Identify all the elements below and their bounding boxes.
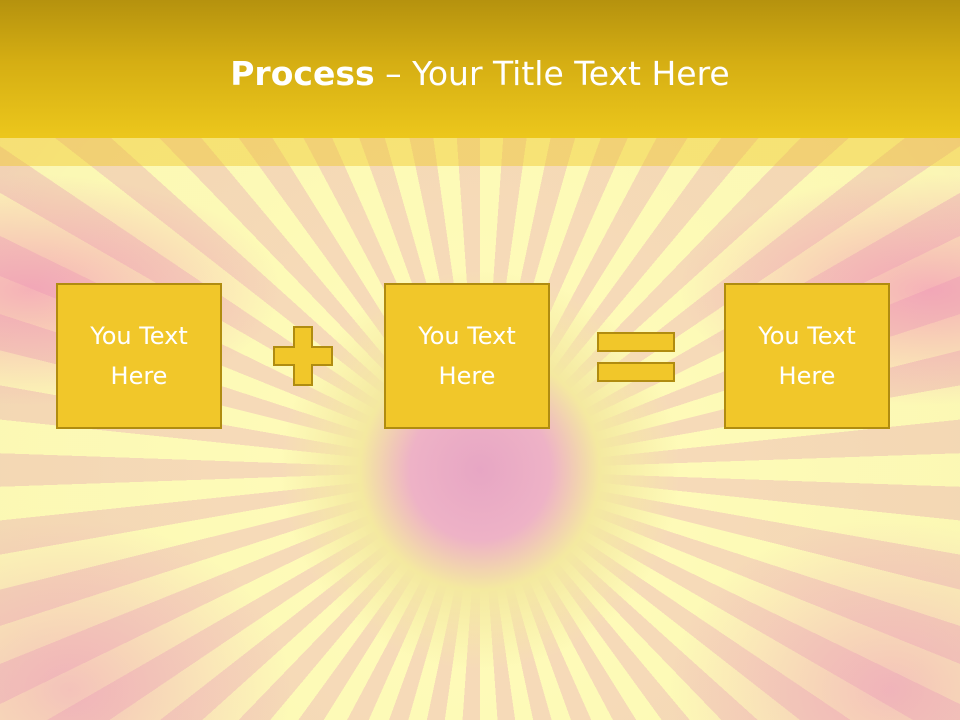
- process-box-1-label: You Text Here: [90, 322, 188, 390]
- plus-icon: [273, 326, 333, 386]
- equals-icon: [597, 332, 675, 382]
- title-bold: Process: [230, 54, 375, 93]
- title-rest: Your Title Text Here: [412, 54, 730, 93]
- process-box-2[interactable]: You Text Here: [384, 283, 550, 429]
- process-box-2-label: You Text Here: [418, 322, 516, 390]
- slide-title[interactable]: Process – Your Title Text Here: [0, 52, 960, 96]
- process-box-1[interactable]: You Text Here: [56, 283, 222, 429]
- title-separator: –: [374, 54, 413, 93]
- process-box-3-label: You Text Here: [758, 322, 856, 390]
- process-box-3[interactable]: You Text Here: [724, 283, 890, 429]
- title-bar: [0, 0, 960, 138]
- title-bar-strip: [0, 138, 960, 166]
